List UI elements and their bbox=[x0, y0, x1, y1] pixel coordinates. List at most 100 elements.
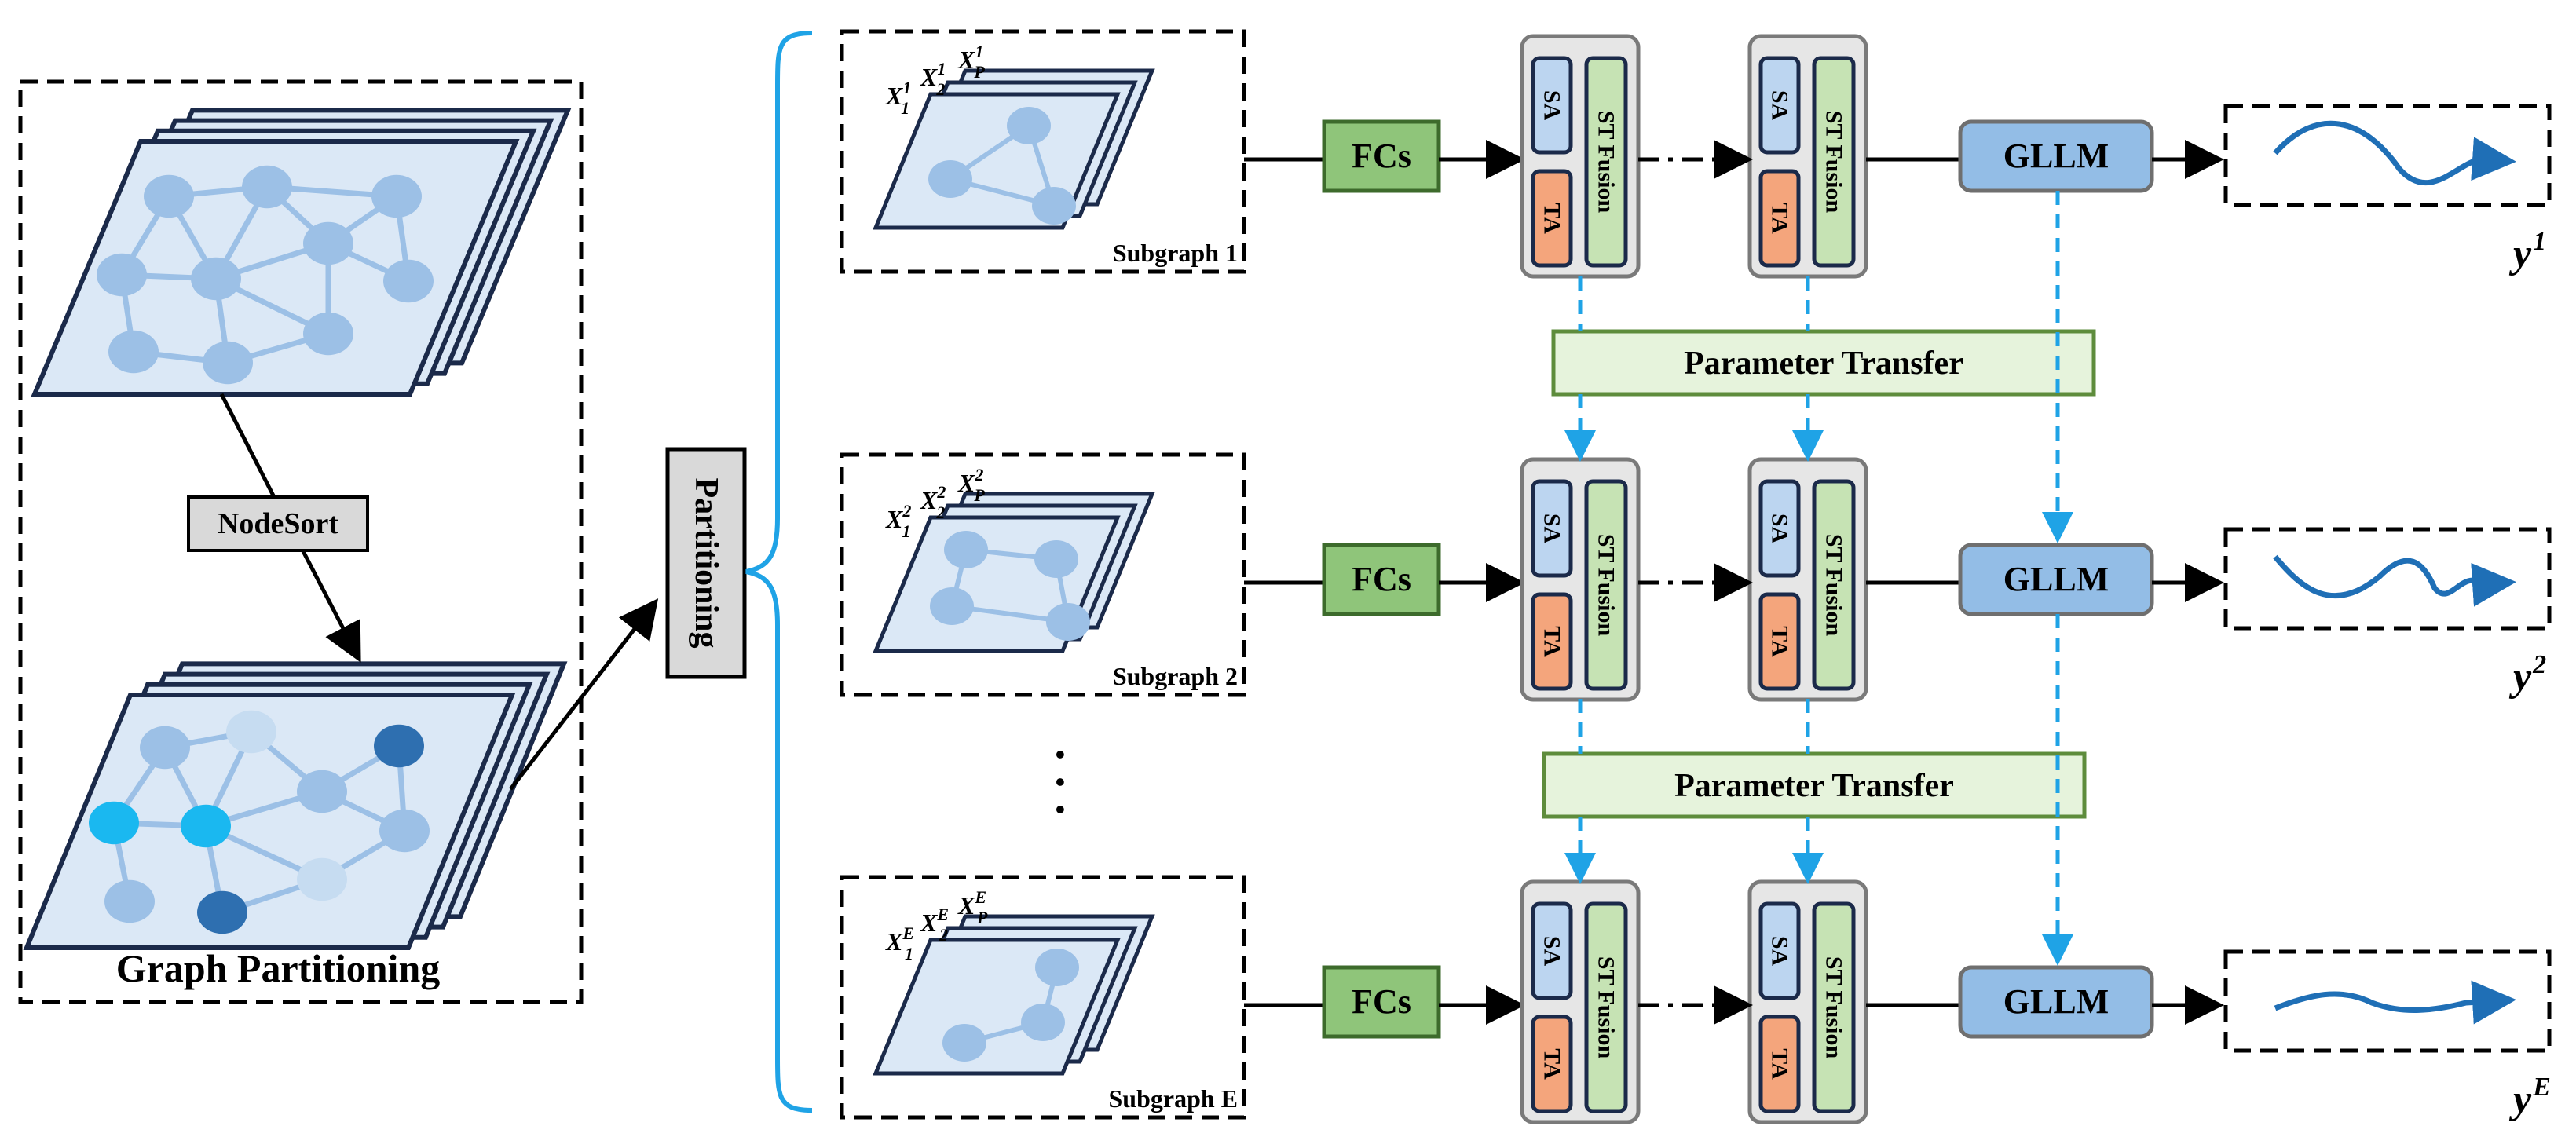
graph-node bbox=[242, 165, 292, 209]
input-symbol-subscript: 1 bbox=[902, 521, 910, 541]
fcs-box bbox=[1322, 543, 1441, 616]
parameter-transfer-label: Parameter Transfer bbox=[1684, 345, 1963, 382]
gllm-label: GLLM bbox=[2003, 137, 2109, 175]
graph-node bbox=[379, 809, 430, 853]
subgraph-node bbox=[1032, 187, 1076, 225]
sa-box bbox=[1758, 56, 1801, 155]
st-fusion-label: ST Fusion bbox=[1594, 534, 1619, 637]
input-symbol-subscript: P bbox=[973, 485, 985, 505]
sa-label: SA bbox=[1539, 514, 1565, 544]
ta-label: TA bbox=[1539, 626, 1565, 657]
subgraph-label: Subgraph E bbox=[1108, 1084, 1238, 1113]
subgraph-node bbox=[944, 531, 988, 568]
graph-node bbox=[383, 259, 434, 303]
output-symbol-superscript: E bbox=[2532, 1073, 2551, 1102]
output-box bbox=[2223, 104, 2552, 207]
graph-node bbox=[297, 770, 347, 813]
parameter-transfer-2: Parameter Transfer bbox=[1542, 751, 2087, 819]
subgraph-brace bbox=[745, 31, 813, 1113]
input-symbol-subscript: 2 bbox=[935, 503, 945, 522]
graph-node bbox=[303, 312, 353, 356]
graph-node bbox=[297, 857, 347, 901]
ta-box bbox=[1531, 169, 1573, 268]
sa-box bbox=[1531, 56, 1573, 155]
graph-node bbox=[140, 726, 190, 770]
st-fusion-box bbox=[1584, 56, 1628, 268]
graph-node bbox=[144, 174, 194, 218]
fcs-label: FCs bbox=[1352, 560, 1411, 598]
sa-label: SA bbox=[1767, 90, 1793, 121]
parameter-transfer-1: Parameter Transfer bbox=[1551, 329, 2096, 397]
subgraph-node bbox=[1021, 1004, 1065, 1041]
gllm-box bbox=[1958, 965, 2154, 1039]
input-symbol-subscript: 1 bbox=[905, 944, 913, 963]
graph-node bbox=[203, 341, 253, 385]
ta-label: TA bbox=[1767, 203, 1793, 234]
ta-box bbox=[1758, 592, 1801, 691]
sa-box bbox=[1758, 479, 1801, 578]
sa-label: SA bbox=[1539, 936, 1565, 967]
st-fusion-box bbox=[1812, 56, 1856, 268]
st-fusion-box bbox=[1812, 901, 1856, 1113]
input-symbol-superscript: 1 bbox=[975, 42, 983, 61]
subgraph-label: Subgraph 2 bbox=[1113, 662, 1238, 690]
input-symbol-superscript: 1 bbox=[902, 78, 910, 97]
subgraph-node bbox=[928, 160, 972, 198]
graph-node bbox=[89, 801, 139, 845]
graph-node bbox=[226, 710, 276, 754]
subgraph-node bbox=[1035, 949, 1079, 986]
st-fusion-box bbox=[1584, 901, 1628, 1113]
subgraph-box bbox=[840, 29, 1246, 274]
prediction-wave bbox=[2273, 554, 2516, 607]
input-symbol-superscript: E bbox=[902, 923, 914, 943]
prediction-wave bbox=[2274, 980, 2516, 1025]
gllm-label: GLLM bbox=[2003, 982, 2109, 1021]
sa-label: SA bbox=[1767, 514, 1793, 544]
prediction-wave bbox=[2273, 120, 2516, 186]
ta-label: TA bbox=[1539, 1048, 1565, 1080]
fcs-label: FCs bbox=[1352, 137, 1411, 175]
sa-box bbox=[1758, 901, 1801, 1000]
output-symbol-superscript: 1 bbox=[2533, 227, 2546, 256]
input-symbol-superscript: E bbox=[974, 887, 986, 907]
ta-box bbox=[1531, 592, 1573, 691]
partitioned-graph-stack bbox=[23, 661, 568, 950]
subgraph-box bbox=[840, 452, 1246, 697]
st-fusion-label: ST Fusion bbox=[1821, 956, 1847, 1059]
parameter-transfer-label: Parameter Transfer bbox=[1674, 768, 1954, 804]
partitioning-box: Partitioning bbox=[665, 447, 747, 679]
input-symbol-superscript: 1 bbox=[937, 59, 946, 79]
graph-node bbox=[371, 174, 422, 218]
partitioning-label: Partitioning bbox=[688, 478, 724, 649]
graph-node bbox=[374, 724, 424, 768]
fcs-box bbox=[1322, 965, 1441, 1039]
input-symbol-subscript: P bbox=[976, 908, 988, 927]
nodesort-label: NodeSort bbox=[218, 507, 338, 540]
nodesort-box bbox=[187, 495, 369, 552]
graph-partitioning-title: Graph Partitioning bbox=[116, 946, 441, 990]
st-fusion-box bbox=[1584, 479, 1628, 691]
output-symbol: y2 bbox=[2508, 650, 2546, 700]
graph-node bbox=[197, 890, 247, 934]
st-fusion-label: ST Fusion bbox=[1821, 534, 1847, 637]
graph-node bbox=[191, 257, 241, 301]
graph-node bbox=[104, 879, 155, 923]
input-symbol-superscript: E bbox=[936, 905, 949, 924]
output-symbol: y1 bbox=[2508, 227, 2546, 276]
transfer-arrows bbox=[1564, 191, 2073, 966]
input-symbol-subscript: P bbox=[973, 62, 985, 82]
graph-node bbox=[108, 330, 159, 374]
output-box bbox=[2223, 527, 2552, 631]
graph-node bbox=[303, 221, 353, 265]
gllm-label: GLLM bbox=[2003, 560, 2109, 598]
output-box bbox=[2223, 949, 2552, 1053]
input-symbol-subscript: 2 bbox=[935, 79, 945, 99]
